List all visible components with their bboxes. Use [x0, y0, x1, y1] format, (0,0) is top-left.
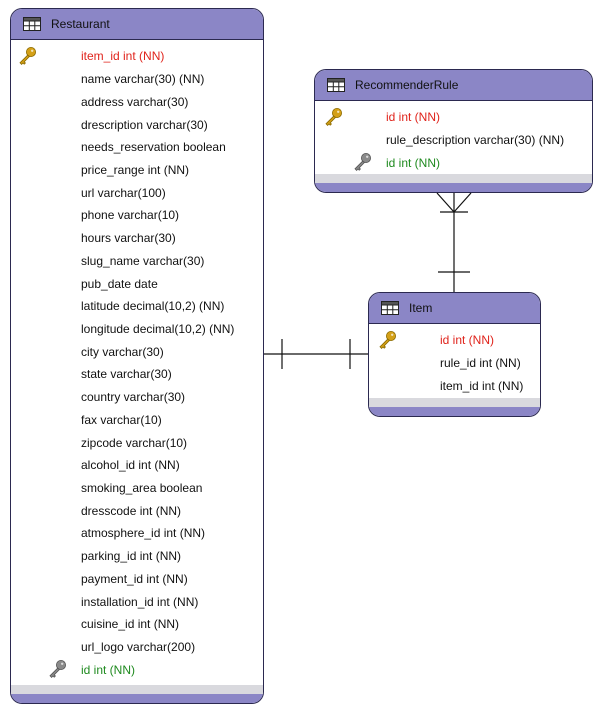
field-name: state varchar(30) — [81, 367, 172, 382]
restaurant-title: Restaurant — [51, 17, 110, 31]
field-name: address varchar(30) — [81, 94, 189, 109]
table-icon — [381, 301, 399, 315]
item-footer — [369, 407, 540, 416]
field-name: pub_date date — [81, 276, 158, 291]
recommender-rule-header[interactable]: RecommenderRule — [315, 70, 592, 101]
field-row[interactable]: url_logo varchar(200) — [11, 636, 263, 659]
relationship-restaurant-to-item[interactable] — [264, 339, 368, 369]
field-row[interactable]: state varchar(30) — [11, 363, 263, 386]
gray-key-icon — [352, 152, 372, 172]
field-name: rule_description varchar(30) (NN) — [386, 133, 565, 148]
field-row[interactable]: id int (NN) — [315, 106, 592, 129]
restaurant-header[interactable]: Restaurant — [11, 9, 263, 40]
field-name: country varchar(30) — [81, 390, 186, 405]
field-name: price_range int (NN) — [81, 162, 190, 177]
field-name: phone varchar(10) — [81, 208, 180, 223]
field-row[interactable]: item_id int (NN) — [369, 374, 540, 397]
field-name: needs_reservation boolean — [81, 140, 226, 155]
field-row[interactable]: rule_id int (NN) — [369, 352, 540, 375]
recommender-rule-title: RecommenderRule — [355, 78, 459, 92]
field-row[interactable]: phone varchar(10) — [11, 204, 263, 227]
field-row[interactable]: city varchar(30) — [11, 340, 263, 363]
field-name: item_id int (NN) — [81, 49, 165, 64]
field-name: payment_id int (NN) — [81, 571, 188, 586]
field-row[interactable]: atmosphere_id int (NN) — [11, 522, 263, 545]
field-row[interactable]: dresscode int (NN) — [11, 499, 263, 522]
field-row[interactable]: cuisine_id int (NN) — [11, 613, 263, 636]
field-name: drescription varchar(30) — [81, 117, 208, 132]
restaurant-footer — [11, 694, 263, 703]
field-name: dresscode int (NN) — [81, 503, 182, 518]
field-name: atmosphere_id int (NN) — [81, 526, 206, 541]
field-row[interactable]: name varchar(30) (NN) — [11, 68, 263, 91]
field-name: url_logo varchar(200) — [81, 640, 196, 655]
table-icon — [23, 17, 41, 31]
field-row[interactable]: pub_date date — [11, 272, 263, 295]
field-row[interactable]: price_range int (NN) — [11, 159, 263, 182]
gray-key-icon — [47, 659, 67, 679]
item-entity[interactable]: Item id int (NN) rule_id int (NN) item_id … — [368, 292, 541, 417]
field-row[interactable]: id int (NN) — [315, 151, 592, 174]
field-name: id int (NN) — [81, 662, 136, 677]
field-row[interactable]: item_id int (NN) — [11, 45, 263, 68]
field-row[interactable]: url varchar(100) — [11, 181, 263, 204]
field-name: id int (NN) — [386, 110, 441, 125]
field-row[interactable]: zipcode varchar(10) — [11, 431, 263, 454]
field-name: zipcode varchar(10) — [81, 435, 188, 450]
field-name: cuisine_id int (NN) — [81, 617, 180, 632]
recommender-rule-entity[interactable]: RecommenderRule id int (NN) rule_descript… — [314, 69, 593, 193]
table-icon — [327, 78, 345, 92]
gold-key-icon — [323, 107, 343, 127]
field-name: item_id int (NN) — [440, 378, 524, 393]
field-row[interactable]: longitude decimal(10,2) (NN) — [11, 318, 263, 341]
field-name: name varchar(30) (NN) — [81, 72, 205, 87]
gold-key-icon — [377, 330, 397, 350]
field-name: url varchar(100) — [81, 185, 166, 200]
field-row[interactable]: rule_description varchar(30) (NN) — [315, 129, 592, 152]
relationship-rule-to-item[interactable] — [436, 192, 472, 292]
field-row[interactable]: latitude decimal(10,2) (NN) — [11, 295, 263, 318]
field-row[interactable]: needs_reservation boolean — [11, 136, 263, 159]
field-name: longitude decimal(10,2) (NN) — [81, 321, 235, 336]
field-name: fax varchar(10) — [81, 412, 162, 427]
field-name: id int (NN) — [386, 155, 441, 170]
field-row[interactable]: drescription varchar(30) — [11, 113, 263, 136]
field-row[interactable]: id int (NN) — [369, 329, 540, 352]
field-row[interactable]: payment_id int (NN) — [11, 568, 263, 591]
item-header[interactable]: Item — [369, 293, 540, 324]
restaurant-entity[interactable]: Restaurant item_id int (NN) name varchar(… — [10, 8, 264, 704]
item-title: Item — [409, 301, 433, 315]
field-name: rule_id int (NN) — [440, 356, 521, 371]
field-row[interactable]: installation_id int (NN) — [11, 590, 263, 613]
field-name: hours varchar(30) — [81, 231, 176, 246]
field-row[interactable]: smoking_area boolean — [11, 477, 263, 500]
restaurant-footer-band — [11, 685, 263, 694]
recommender-rule-footer-band — [315, 174, 592, 183]
field-name: slug_name varchar(30) — [81, 253, 205, 268]
field-name: latitude decimal(10,2) (NN) — [81, 299, 225, 314]
field-row[interactable]: hours varchar(30) — [11, 227, 263, 250]
field-row[interactable]: fax varchar(10) — [11, 409, 263, 432]
field-name: city varchar(30) — [81, 344, 164, 359]
field-name: installation_id int (NN) — [81, 594, 199, 609]
field-name: smoking_area boolean — [81, 481, 203, 496]
recommender-rule-footer — [315, 183, 592, 192]
field-name: id int (NN) — [440, 333, 495, 348]
field-row[interactable]: address varchar(30) — [11, 90, 263, 113]
field-row[interactable]: parking_id int (NN) — [11, 545, 263, 568]
field-row[interactable]: id int (NN) — [11, 658, 263, 681]
field-row[interactable]: slug_name varchar(30) — [11, 249, 263, 272]
field-name: parking_id int (NN) — [81, 549, 182, 564]
item-footer-band — [369, 398, 540, 407]
field-name: alcohol_id int (NN) — [81, 458, 180, 473]
gold-key-icon — [17, 46, 37, 66]
field-row[interactable]: alcohol_id int (NN) — [11, 454, 263, 477]
field-row[interactable]: country varchar(30) — [11, 386, 263, 409]
